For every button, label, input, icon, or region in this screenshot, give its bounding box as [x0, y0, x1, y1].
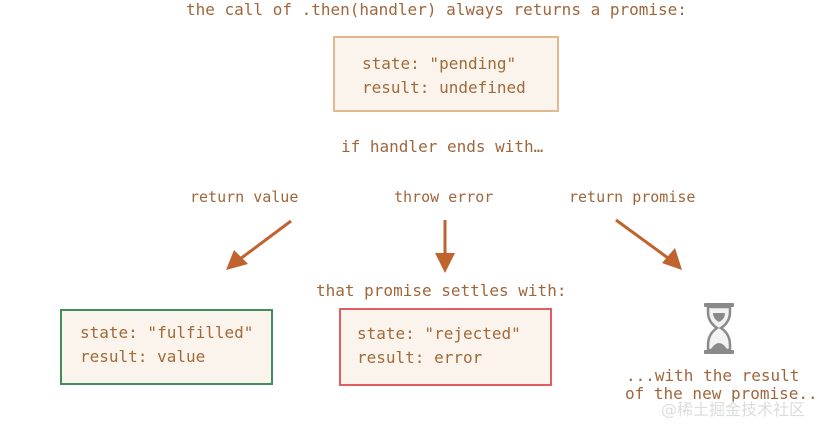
- arrow-return-promise: [615, 218, 669, 260]
- arrow-return-promise-head: [662, 248, 682, 270]
- branch-throw-error: throw error: [394, 188, 494, 206]
- promise-result-line1: ...with the result: [626, 366, 800, 385]
- fulfilled-state-text: state: "fulfilled": [80, 323, 254, 342]
- pending-result-text: result: undefined: [362, 78, 526, 97]
- arrow-return-value: [239, 219, 292, 261]
- diagram-title: the call of .then(handler) always return…: [186, 0, 687, 19]
- promise-result-line2: of the new promise..: [625, 384, 818, 403]
- handler-ends-text: if handler ends with…: [341, 137, 544, 156]
- branch-return-value: return value: [190, 188, 299, 206]
- rejected-result-text: result: error: [357, 348, 483, 367]
- branch-return-promise: return promise: [569, 188, 696, 206]
- watermark: @稀土掘金技术社区: [661, 400, 806, 419]
- arrow-return-value-head: [226, 250, 248, 270]
- pending-state-box: state: "pending" result: undefined: [333, 36, 559, 112]
- settles-with-text: that promise settles with:: [316, 281, 567, 300]
- fulfilled-state-box: state: "fulfilled" result: value: [60, 309, 273, 385]
- fulfilled-result-text: result: value: [80, 347, 206, 366]
- pending-state-text: state: "pending": [362, 54, 517, 73]
- arrow-throw-error-head: [435, 253, 455, 273]
- rejected-state-text: state: "rejected": [357, 324, 521, 343]
- rejected-state-box: state: "rejected" result: error: [339, 308, 552, 386]
- hourglass-icon: [704, 303, 734, 354]
